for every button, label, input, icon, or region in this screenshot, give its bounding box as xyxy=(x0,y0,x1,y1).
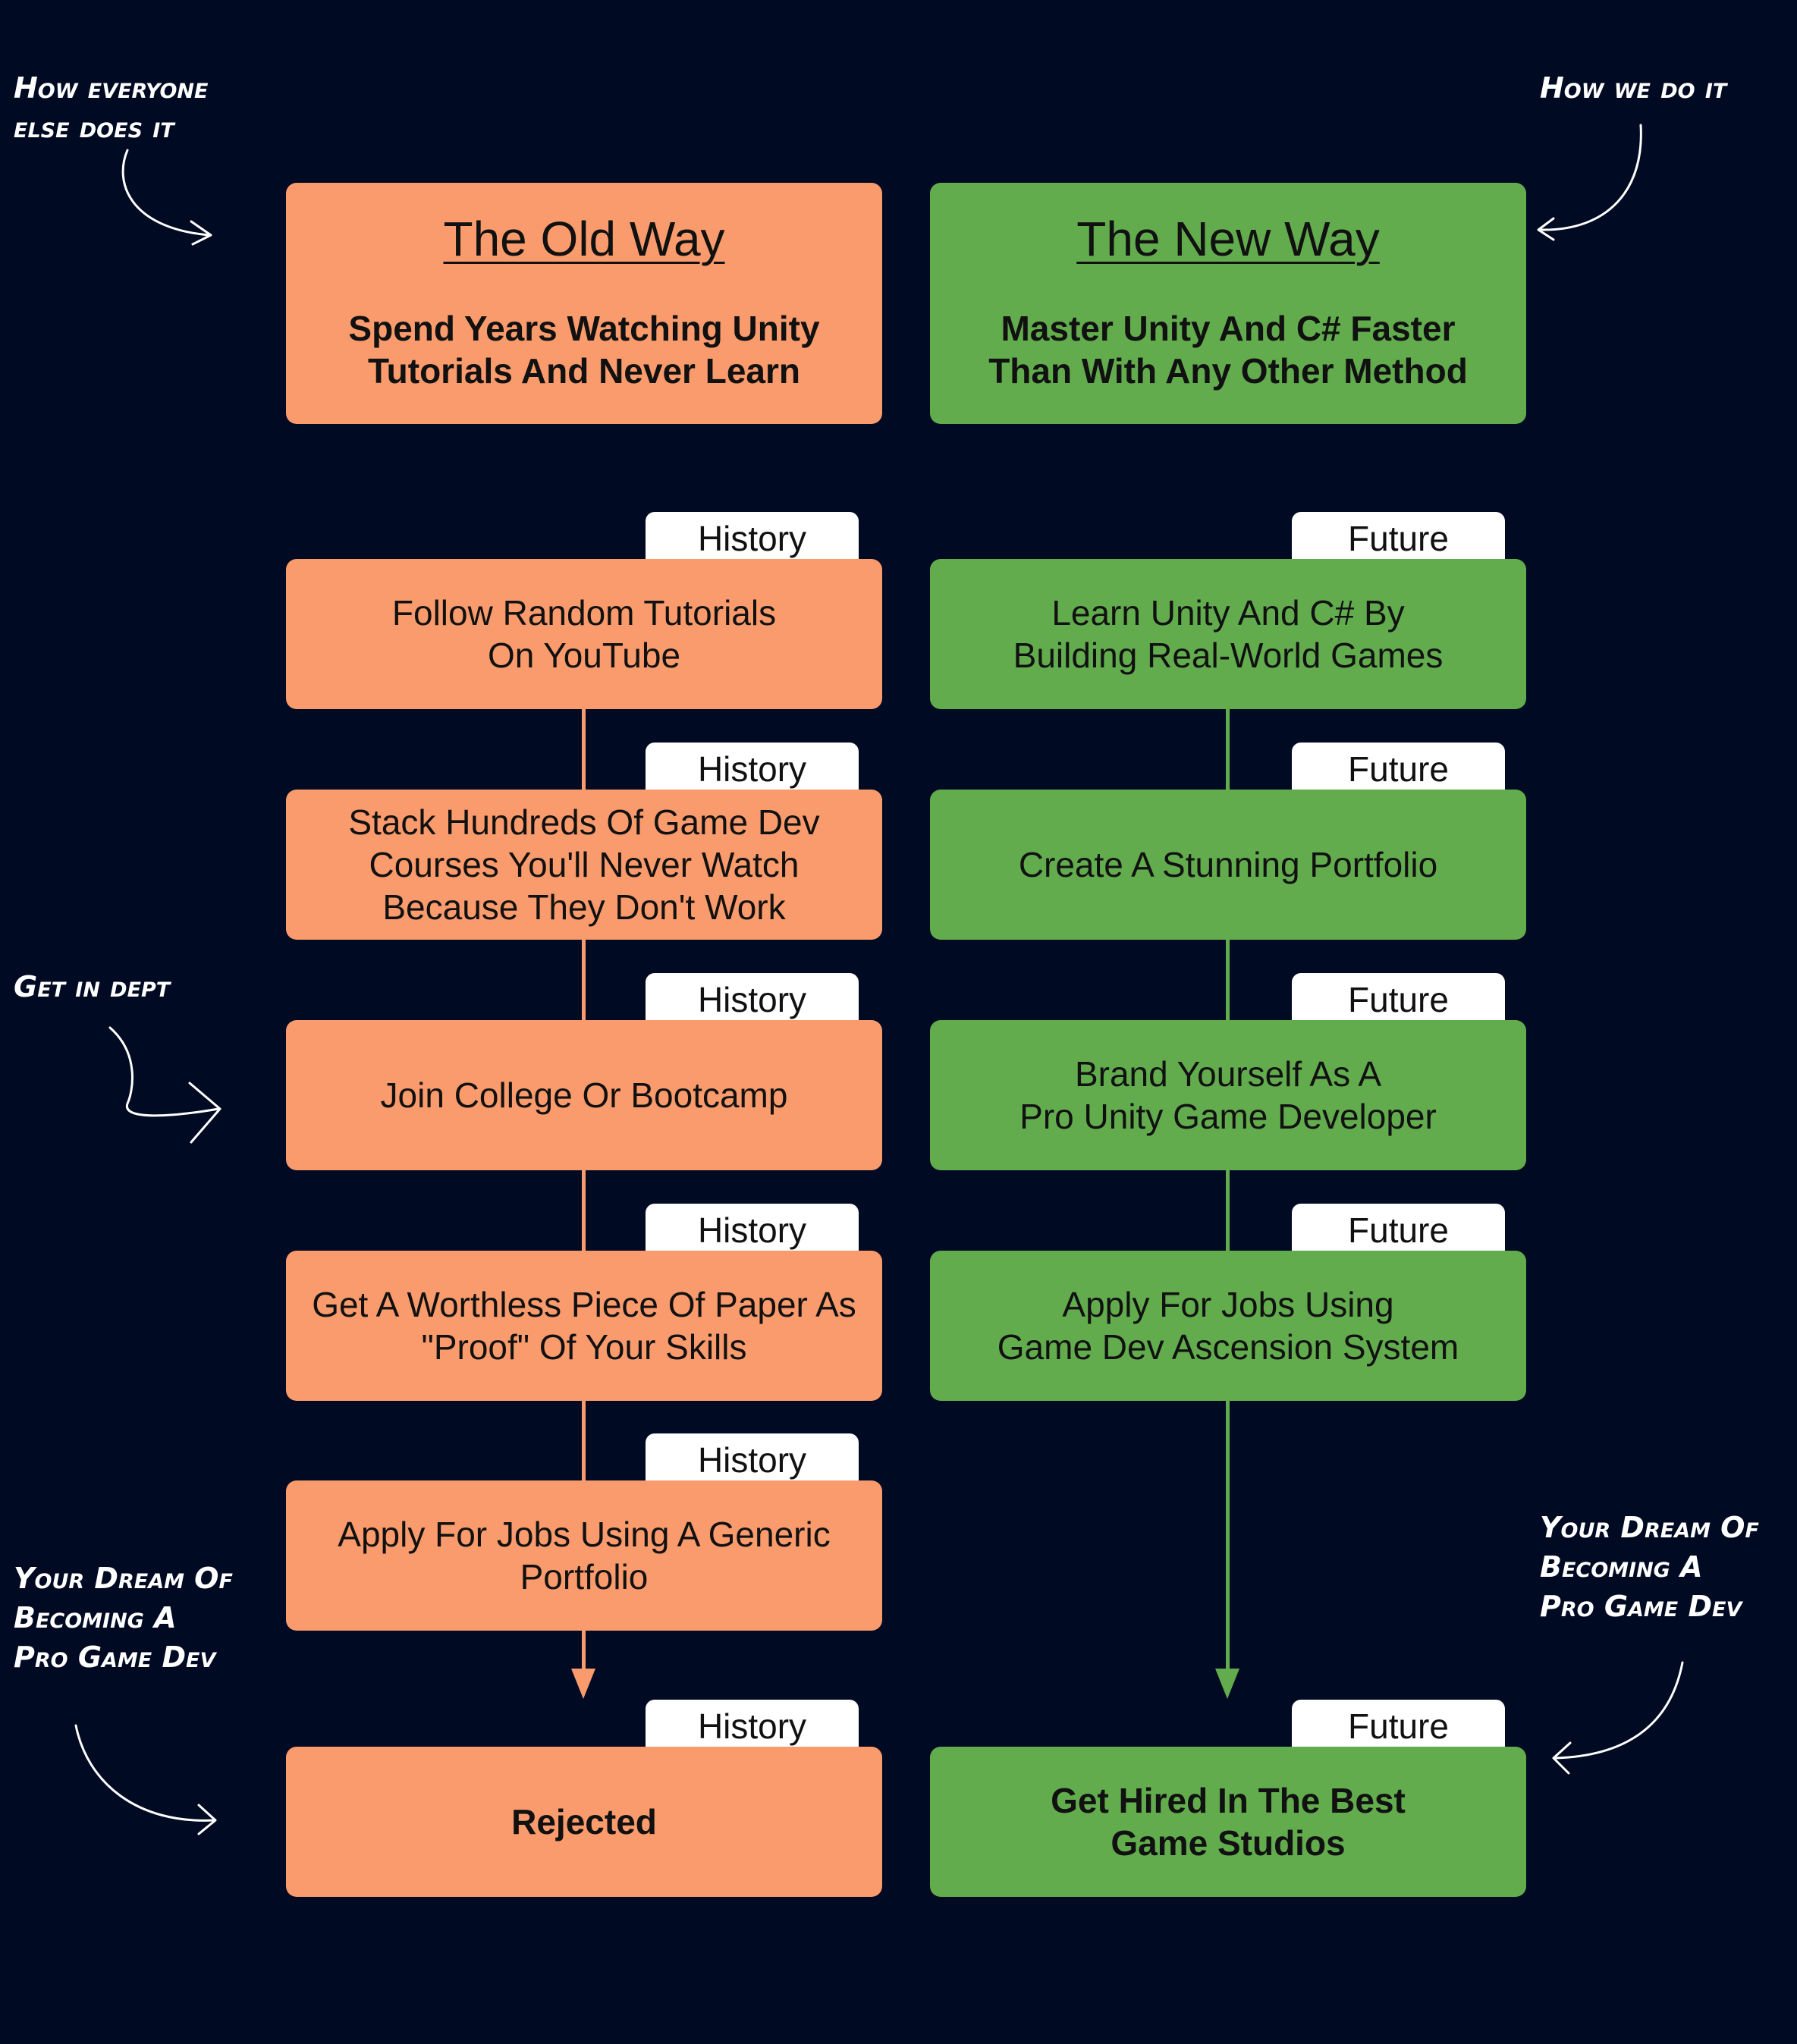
new-step-2-line1: Create A Stunning Portfolio xyxy=(1018,845,1438,884)
old-way-subtitle: Spend Years Watching Unity Tutorials And… xyxy=(348,307,819,392)
new-way-arrowhead xyxy=(1215,1669,1239,1699)
new-way-subtitle: Master Unity And C# Faster Than With Any… xyxy=(988,307,1468,392)
new-step-1: Learn Unity And C# By Building Real-Worl… xyxy=(930,559,1526,709)
old-way-subtitle-line2: Tutorials And Never Learn xyxy=(367,351,800,391)
note-dream-right: Your Dream Of Becoming A Pro Game Dev xyxy=(1540,1511,1759,1623)
future-tag: Future xyxy=(1292,973,1505,1026)
new-step-4-line2: Game Dev Ascension System xyxy=(997,1327,1459,1367)
old-way-header: The Old Way Spend Years Watching Unity T… xyxy=(286,183,882,424)
new-final-line2: Game Studios xyxy=(1111,1823,1346,1863)
new-step-3-line2: Pro Unity Game Developer xyxy=(1019,1097,1437,1136)
new-final-line1: Get Hired In The Best xyxy=(1051,1781,1406,1820)
history-tag: History xyxy=(646,743,859,796)
old-final-rejected: Rejected xyxy=(286,1747,882,1897)
future-tag: Future xyxy=(1292,743,1505,796)
old-way-title: The Old Way xyxy=(443,212,725,266)
new-step-1-line1: Learn Unity And C# By xyxy=(1051,593,1405,633)
note-dream-left: Your Dream Of Becoming A Pro Game Dev xyxy=(14,1562,233,1674)
note-how-everyone-else: How everyone else does it xyxy=(14,71,209,144)
new-way-subtitle-line1: Master Unity And C# Faster xyxy=(1001,309,1456,348)
new-step-1-line2: Building Real-World Games xyxy=(1013,636,1444,675)
new-way-header: The New Way Master Unity And C# Faster T… xyxy=(930,183,1526,424)
old-step-2: Stack Hundreds Of Game Dev Courses You'l… xyxy=(286,790,882,940)
old-way-subtitle-line1: Spend Years Watching Unity xyxy=(348,309,820,348)
new-step-3: Brand Yourself As A Pro Unity Game Devel… xyxy=(930,1020,1526,1170)
future-tag: Future xyxy=(1292,1204,1505,1257)
old-step-5: Apply For Jobs Using A Generic Portfolio xyxy=(286,1480,882,1631)
new-final-hired: Get Hired In The Best Game Studios xyxy=(930,1747,1526,1897)
history-tag: History xyxy=(646,973,859,1026)
old-step-4-line2: "Proof" Of Your Skills xyxy=(421,1327,747,1367)
old-step-4: Get A Worthless Piece Of Paper As "Proof… xyxy=(286,1251,882,1401)
old-step-1-line2: On YouTube xyxy=(487,636,681,675)
old-step-2-line2: Courses You'll Never Watch xyxy=(369,845,800,884)
old-step-2-line1: Stack Hundreds Of Game Dev xyxy=(348,802,820,842)
history-tag: History xyxy=(646,1433,859,1487)
old-step-2-line3: Because They Don't Work xyxy=(382,887,786,927)
history-tag: History xyxy=(646,1700,859,1753)
new-step-4: Apply For Jobs Using Game Dev Ascension … xyxy=(930,1251,1526,1401)
new-step-4-line1: Apply For Jobs Using xyxy=(1062,1285,1394,1324)
history-tag: History xyxy=(646,1204,859,1257)
old-way-connector xyxy=(582,709,586,1676)
new-way-connector xyxy=(1226,709,1230,1676)
old-final-line1: Rejected xyxy=(511,1802,657,1841)
note-how-we-do-it: How we do it xyxy=(1540,71,1727,105)
new-step-2: Create A Stunning Portfolio xyxy=(930,790,1526,940)
new-step-3-line1: Brand Yourself As A xyxy=(1074,1054,1382,1094)
new-way-subtitle-line2: Than With Any Other Method xyxy=(988,351,1468,391)
history-tag: History xyxy=(646,512,859,565)
old-step-1-line1: Follow Random Tutorials xyxy=(391,593,777,633)
old-step-3: Join College Or Bootcamp xyxy=(286,1020,882,1170)
old-step-1: Follow Random Tutorials On YouTube xyxy=(286,559,882,709)
old-step-5-line1: Apply For Jobs Using A Generic xyxy=(338,1515,831,1554)
old-way-arrowhead xyxy=(571,1669,595,1699)
old-step-3-line1: Join College Or Bootcamp xyxy=(380,1075,788,1115)
old-step-4-line1: Get A Worthless Piece Of Paper As xyxy=(312,1285,856,1324)
note-get-in-dept: Get in dept xyxy=(14,970,171,1003)
future-tag: Future xyxy=(1292,512,1505,565)
new-way-title: The New Way xyxy=(1076,212,1380,266)
future-tag: Future xyxy=(1292,1700,1505,1753)
old-step-5-line2: Portfolio xyxy=(520,1557,649,1597)
